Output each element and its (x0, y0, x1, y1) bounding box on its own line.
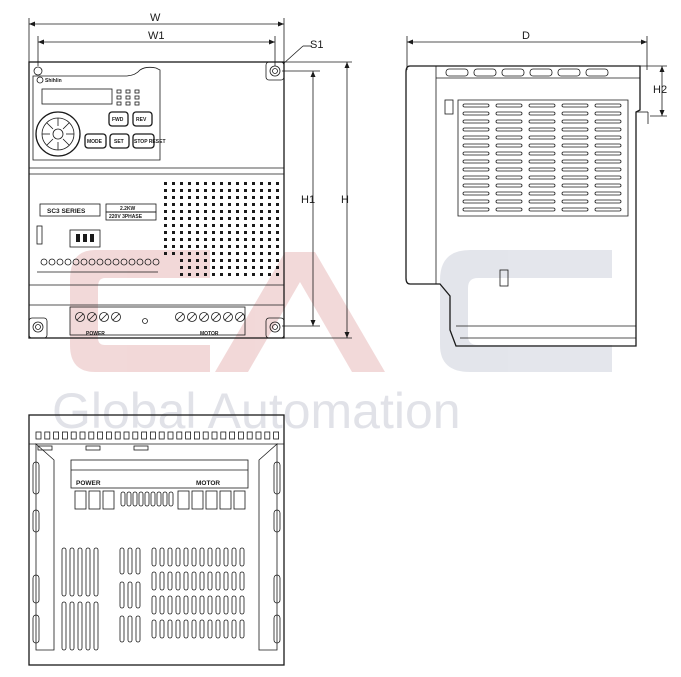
dimension-h2: H2 (640, 65, 667, 117)
front-power-label: POWER (86, 331, 105, 337)
front-motor-label: MOTOR (200, 331, 219, 337)
side-view: D H2 (405, 30, 667, 347)
bottom-terminal-bar: POWER MOTOR (70, 459, 249, 510)
rating-label: SC3 SERIES 2.2KW 220V 3PHASE (39, 203, 157, 221)
bottom-edge-slots (35, 431, 280, 451)
key-stop-reset[interactable]: STOP RESET (132, 133, 166, 149)
series-label: SC3 SERIES (47, 208, 86, 215)
mounting-hole-bottom-right (265, 317, 285, 339)
watermark: Global Automation (52, 250, 612, 439)
svg-text:STOP RESET: STOP RESET (134, 139, 166, 145)
mounting-hole-top-left (33, 66, 43, 76)
main-terminal-block: POWER MOTOR (69, 306, 246, 337)
dimension-h1: H1 (282, 70, 320, 327)
front-view: W W1 S1 H1 H (28, 12, 352, 339)
dimension-w1: W1 (37, 30, 276, 66)
keypad-panel: Shihlin (32, 66, 166, 161)
key-fwd[interactable]: FWD (108, 111, 129, 127)
power-rating: 2.2KW (120, 206, 136, 212)
label-d: D (522, 30, 530, 42)
key-mode[interactable]: MODE (84, 133, 107, 149)
svg-text:FWD: FWD (112, 117, 124, 123)
front-vent-grid (164, 182, 279, 276)
svg-text:REV: REV (136, 117, 147, 123)
dimension-h: H (284, 61, 352, 339)
brand-name: Shihlin (45, 78, 62, 84)
label-h: H (341, 194, 349, 206)
key-set[interactable]: SET (109, 133, 130, 149)
side-latch (444, 99, 454, 115)
control-terminal-strip (40, 258, 160, 266)
side-housing-outline (405, 65, 641, 347)
side-top-slots (445, 68, 609, 77)
bottom-housing-outline (28, 414, 285, 666)
front-housing-outline (28, 61, 285, 339)
dimension-s1: S1 (282, 39, 323, 65)
label-w1: W1 (148, 30, 165, 42)
label-w: W (150, 12, 161, 24)
bottom-side-rails (32, 443, 281, 651)
bottom-motor-label: MOTOR (196, 480, 220, 487)
dimension-w: W (28, 12, 285, 62)
mounting-hole-bottom-left (28, 317, 48, 339)
speed-dial-knob[interactable] (35, 111, 81, 157)
key-rev[interactable]: REV (132, 111, 153, 127)
bottom-power-label: POWER (76, 480, 101, 487)
status-leds (116, 89, 140, 106)
label-s1: S1 (310, 39, 323, 51)
connector-port (36, 225, 43, 245)
mounting-hole-top-right (265, 61, 285, 81)
svg-text:MODE: MODE (87, 139, 103, 145)
brand-logo-icon (36, 76, 44, 84)
side-vent-panel (457, 99, 629, 217)
label-h2: H2 (653, 84, 667, 96)
watermark-text: Global Automation (52, 383, 461, 439)
label-h1: H1 (301, 194, 315, 206)
watermark-logo (70, 250, 612, 372)
lcd-display (41, 88, 113, 105)
dip-switch-block[interactable] (69, 229, 101, 248)
bottom-vent-pattern (61, 547, 245, 651)
bottom-view: POWER MOTOR (28, 414, 285, 666)
dimension-d: D (406, 30, 648, 70)
svg-text:SET: SET (114, 139, 124, 145)
voltage-rating: 220V 3PHASE (109, 214, 143, 220)
side-clip (499, 269, 509, 287)
